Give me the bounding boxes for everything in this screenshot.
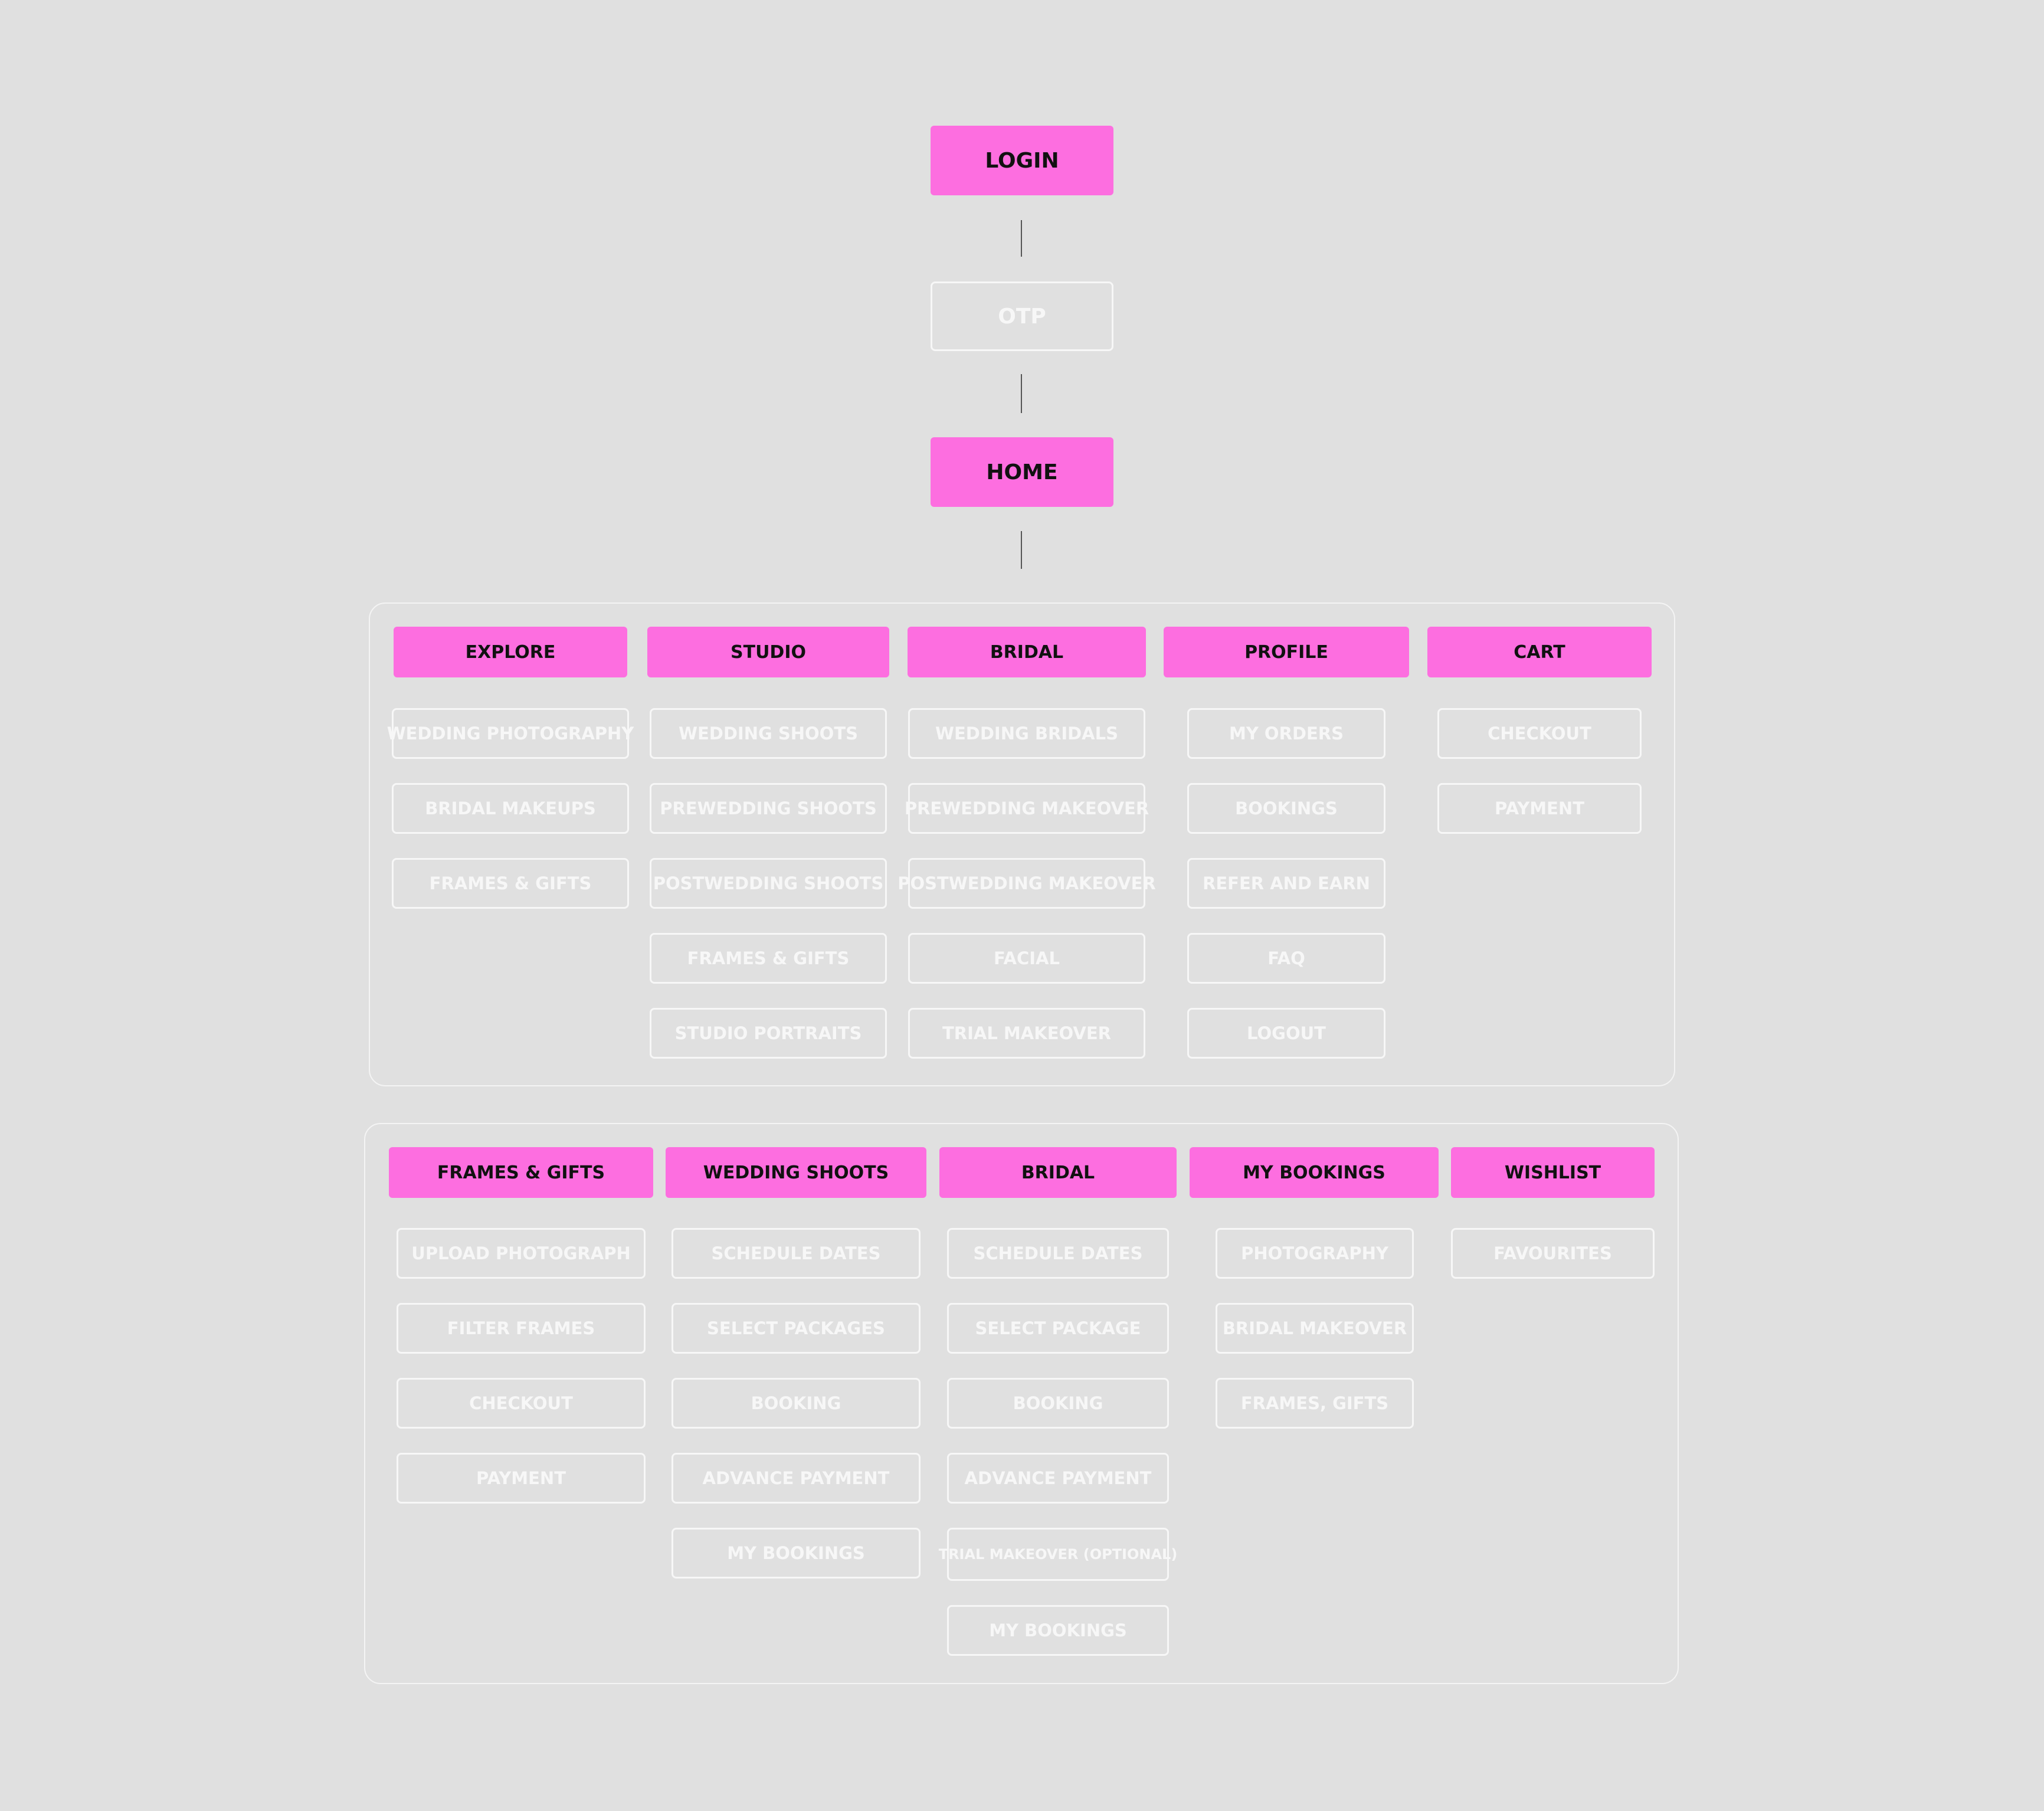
- explore-item[interactable]: BRIDAL MAKEUPS: [392, 783, 629, 834]
- studio-item[interactable]: STUDIO PORTRAITS: [650, 1008, 887, 1059]
- frames-gifts-item[interactable]: UPLOAD PHOTOGRAPH: [397, 1228, 646, 1279]
- frames-gifts-item[interactable]: CHECKOUT: [397, 1378, 646, 1429]
- otp-node[interactable]: OTP: [931, 281, 1113, 351]
- wedding-shoots-item[interactable]: SELECT PACKAGES: [671, 1303, 921, 1354]
- bridal-item[interactable]: WEDDING BRIDALS: [908, 708, 1145, 759]
- connector-otp-home: [1021, 374, 1022, 413]
- cart-item[interactable]: CHECKOUT: [1437, 708, 1642, 759]
- studio-item[interactable]: PREWEDDING SHOOTS: [650, 783, 887, 834]
- my-bookings-item[interactable]: BRIDAL MAKEOVER: [1216, 1303, 1414, 1354]
- profile-item[interactable]: FAQ: [1187, 933, 1385, 984]
- wedding-shoots-item[interactable]: MY BOOKINGS: [671, 1528, 921, 1579]
- profile-item[interactable]: REFER AND EARN: [1187, 858, 1385, 909]
- profile-header[interactable]: PROFILE: [1164, 627, 1409, 677]
- bridal-item[interactable]: TRIAL MAKEOVER: [908, 1008, 1145, 1059]
- explore-header[interactable]: EXPLORE: [394, 627, 627, 677]
- bridal-header[interactable]: BRIDAL: [908, 627, 1146, 677]
- frames-gifts-item[interactable]: PAYMENT: [397, 1453, 646, 1504]
- wedding-shoots-header[interactable]: WEDDING SHOOTS: [666, 1147, 926, 1198]
- cart-header[interactable]: CART: [1427, 627, 1652, 677]
- bridal-flow-item[interactable]: TRIAL MAKEOVER (OPTIONAL): [939, 1528, 1177, 1581]
- frames-gifts-header[interactable]: FRAMES & GIFTS: [389, 1147, 653, 1198]
- my-bookings-item[interactable]: PHOTOGRAPHY: [1216, 1228, 1414, 1279]
- flows-group: [364, 1123, 1679, 1684]
- wedding-shoots-item[interactable]: SCHEDULE DATES: [671, 1228, 921, 1279]
- bridal-item[interactable]: POSTWEDDING MAKEOVER: [897, 858, 1156, 909]
- bridal-flow-item[interactable]: SCHEDULE DATES: [947, 1228, 1169, 1279]
- wedding-shoots-item[interactable]: ADVANCE PAYMENT: [671, 1453, 921, 1504]
- studio-item[interactable]: WEDDING SHOOTS: [650, 708, 887, 759]
- profile-item[interactable]: BOOKINGS: [1187, 783, 1385, 834]
- wishlist-header[interactable]: WISHLIST: [1451, 1147, 1655, 1198]
- bridal-item[interactable]: FACIAL: [908, 933, 1145, 984]
- login-node[interactable]: LOGIN: [931, 126, 1113, 195]
- connector-login-otp: [1021, 220, 1022, 257]
- wishlist-item[interactable]: FAVOURITES: [1451, 1228, 1655, 1279]
- connector-home-groups: [1021, 531, 1022, 569]
- profile-item[interactable]: MY ORDERS: [1187, 708, 1385, 759]
- studio-item[interactable]: FRAMES & GIFTS: [650, 933, 887, 984]
- bridal-flow-item[interactable]: SELECT PACKAGE: [947, 1303, 1169, 1354]
- studio-header[interactable]: STUDIO: [647, 627, 889, 677]
- profile-item[interactable]: LOGOUT: [1187, 1008, 1385, 1059]
- my-bookings-item[interactable]: FRAMES, GIFTS: [1216, 1378, 1414, 1429]
- explore-item[interactable]: WEDDING PHOTOGRAPHY: [387, 708, 634, 759]
- bridal-flow-header[interactable]: BRIDAL: [939, 1147, 1177, 1198]
- bridal-flow-item[interactable]: MY BOOKINGS: [947, 1605, 1169, 1656]
- home-node[interactable]: HOME: [931, 437, 1113, 507]
- bridal-item[interactable]: PREWEDDING MAKEOVER: [905, 783, 1149, 834]
- main-sections-group: [369, 602, 1675, 1086]
- frames-gifts-item[interactable]: FILTER FRAMES: [397, 1303, 646, 1354]
- bridal-flow-item[interactable]: ADVANCE PAYMENT: [947, 1453, 1169, 1504]
- bridal-flow-item[interactable]: BOOKING: [947, 1378, 1169, 1429]
- wedding-shoots-item[interactable]: BOOKING: [671, 1378, 921, 1429]
- explore-item[interactable]: FRAMES & GIFTS: [392, 858, 629, 909]
- studio-item[interactable]: POSTWEDDING SHOOTS: [650, 858, 887, 909]
- my-bookings-header[interactable]: MY BOOKINGS: [1190, 1147, 1439, 1198]
- cart-item[interactable]: PAYMENT: [1437, 783, 1642, 834]
